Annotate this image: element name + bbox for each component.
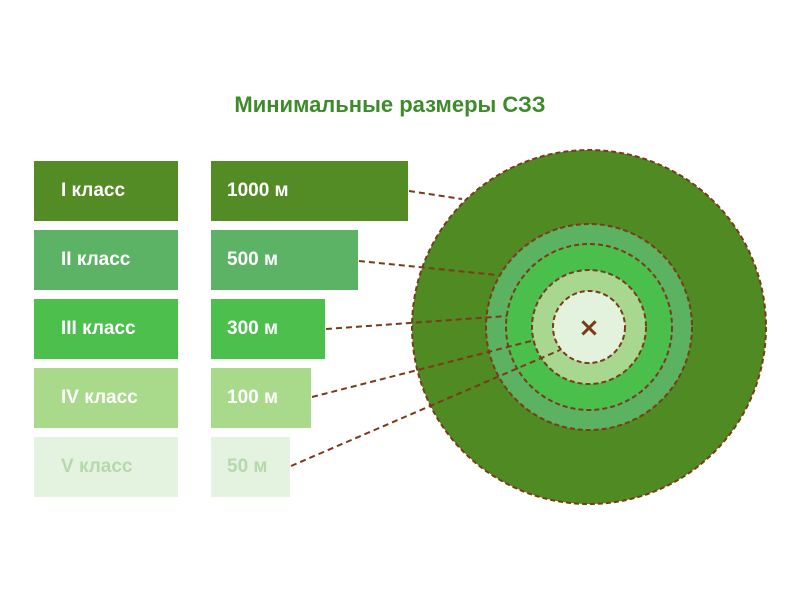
leader-line-class-5 bbox=[290, 349, 561, 467]
distance-box-5: 50 м bbox=[211, 437, 290, 497]
distance-label: 50 м bbox=[227, 456, 268, 477]
class-box-5: V класс bbox=[34, 437, 178, 497]
distance-box-3: 300 м bbox=[211, 299, 325, 359]
class-box-4: IV класс bbox=[34, 368, 178, 428]
distance-label: 100 м bbox=[227, 387, 279, 408]
class-label: III класс bbox=[61, 318, 136, 339]
class-label: I класс bbox=[61, 180, 126, 201]
distance-label: 500 м bbox=[227, 249, 279, 270]
page-title: Минимальные размеры СЗЗ bbox=[234, 92, 546, 117]
class-box-3: III класс bbox=[34, 299, 178, 359]
leader-lines bbox=[290, 190, 561, 467]
leader-line-class-4 bbox=[311, 339, 536, 398]
zone-rings bbox=[411, 149, 767, 505]
distance-box-2: 500 м bbox=[211, 230, 358, 290]
distance-label: 300 м bbox=[227, 318, 279, 339]
distance-box-1: 1000 м bbox=[211, 161, 408, 221]
class-box-1: I класс bbox=[34, 161, 178, 221]
distance-label: 1000 м bbox=[227, 180, 289, 201]
class-label: IV класс bbox=[61, 387, 138, 408]
zone-ring-class-5 bbox=[552, 290, 626, 364]
leader-line-class-3 bbox=[325, 315, 508, 330]
class-label: II класс bbox=[61, 249, 131, 270]
class-label: V класс bbox=[61, 456, 133, 477]
class-box-2: II класс bbox=[34, 230, 178, 290]
leader-line-class-2 bbox=[358, 260, 498, 276]
distance-box-4: 100 м bbox=[211, 368, 311, 428]
source-center-marker: × bbox=[578, 313, 600, 343]
leader-line-class-1 bbox=[408, 190, 463, 200]
